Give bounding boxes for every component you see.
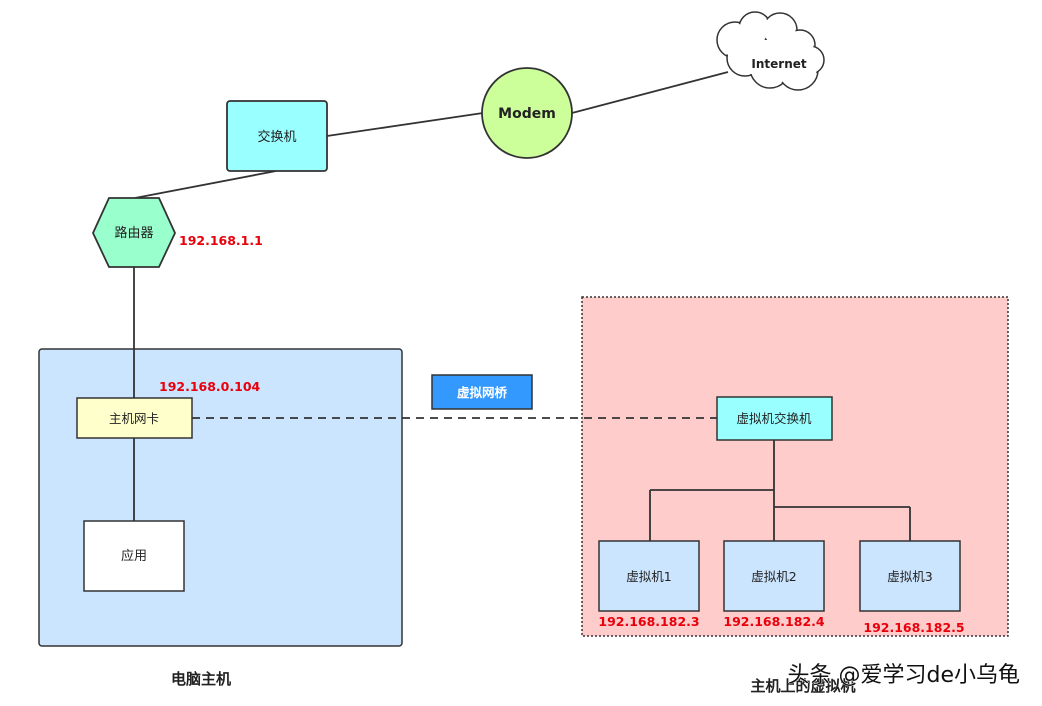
link-modem-internet — [571, 71, 729, 114]
link-switch-modem — [326, 112, 484, 137]
host-nic-ip: 192.168.0.104 — [159, 379, 261, 394]
modem-node — [481, 67, 573, 159]
host-area-title: 电脑主机 — [171, 670, 231, 688]
host-nic-node — [76, 397, 193, 439]
host-nic-label: 主机网卡 — [109, 411, 159, 426]
vm3-node — [859, 540, 961, 612]
app-label: 应用 — [121, 548, 147, 564]
vm-switch-node — [716, 396, 833, 441]
vm2-label: 虚拟机2 — [751, 569, 796, 584]
watermark: 头条 @爱学习de小乌龟 — [788, 663, 1021, 688]
switch-label: 交换机 — [257, 129, 296, 145]
vm1-label: 虚拟机1 — [626, 569, 671, 584]
vm2-node — [723, 540, 825, 612]
router-label: 路由器 — [114, 225, 153, 241]
bridge-label: 虚拟网桥 — [457, 385, 508, 400]
router-node — [92, 197, 176, 268]
bridge-badge — [431, 374, 533, 410]
vm-area-title: 主机上的虚拟机 — [750, 677, 855, 695]
internet-cloud — [716, 11, 825, 91]
link-router-switch — [134, 170, 277, 199]
app-node — [83, 520, 185, 592]
router-ip: 192.168.1.1 — [179, 233, 263, 248]
vm3-label: 虚拟机3 — [887, 569, 932, 584]
switch-node — [226, 100, 328, 172]
vm-switch-label: 虚拟机交换机 — [736, 411, 812, 426]
vm2-ip: 192.168.182.4 — [723, 614, 825, 629]
internet-label: Internet — [751, 57, 806, 71]
vm1-node — [598, 540, 700, 612]
vm3-ip: 192.168.182.5 — [863, 620, 964, 635]
modem-label: Modem — [498, 106, 556, 122]
vm1-ip: 192.168.182.3 — [598, 614, 699, 629]
